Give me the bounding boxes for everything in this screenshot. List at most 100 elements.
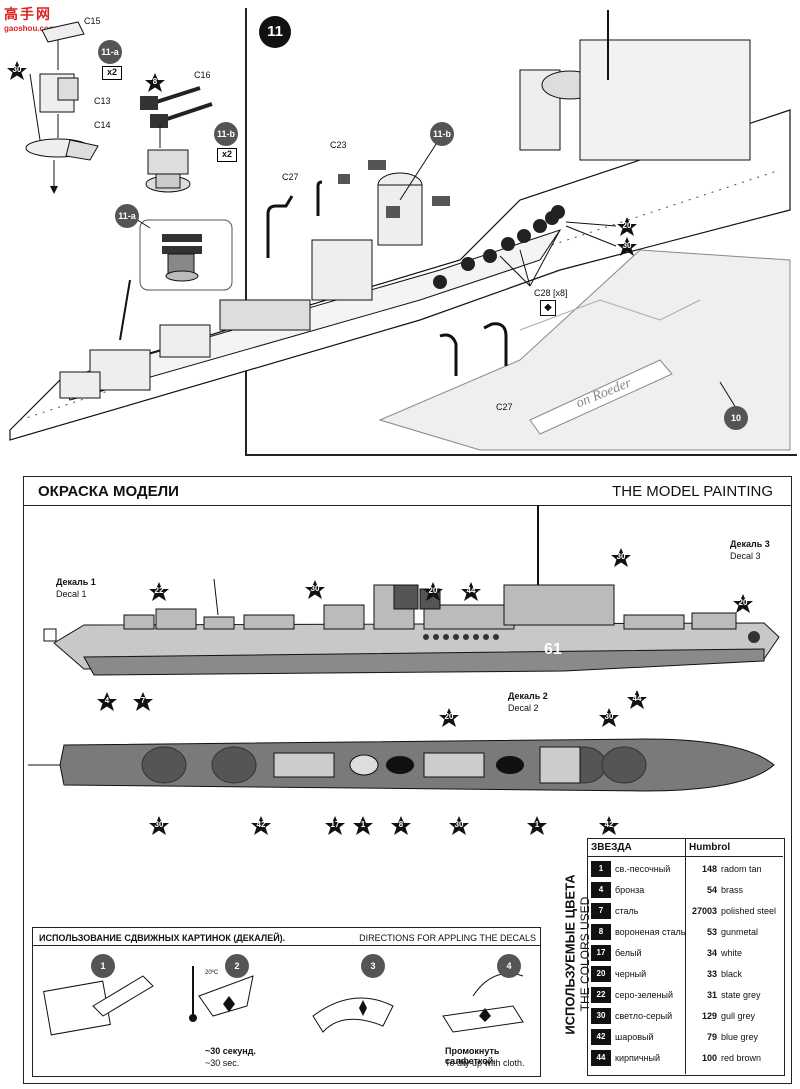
- colors-used-heading: ИСПОЛЬЗУЕМЫЕ ЦВЕТА THE COLORS USED: [555, 843, 593, 1079]
- part-label-c15: C15: [84, 16, 101, 26]
- colors-header-brand: Humbrol: [689, 842, 731, 853]
- colors-table-frame: [587, 838, 785, 1076]
- decal3-en: Decal 3: [730, 551, 761, 561]
- ship-side-view: [43, 505, 780, 676]
- color-swatch-star: 20: [591, 966, 611, 982]
- color-code: 54: [706, 885, 717, 895]
- part-label-c16: C16: [194, 70, 211, 80]
- watermark: 高手网 gaoshou.com: [4, 4, 74, 40]
- color-swatch-star: 44: [591, 1050, 611, 1066]
- decals-title-en: DIRECTIONS FOR APPLING THE DECALS: [359, 933, 536, 943]
- color-star-30-top-b: 30: [148, 815, 170, 837]
- color-star-17: 17: [324, 815, 346, 837]
- color-star-1-b: 1: [526, 815, 548, 837]
- color-name-en: radom tan: [721, 864, 762, 874]
- color-star-8: 8: [390, 815, 412, 837]
- color-star-1-a: 1: [352, 815, 374, 837]
- part-label-c14: C14: [94, 120, 111, 130]
- watermark-text: 高手网: [4, 6, 52, 22]
- decal-step2-en: ~30 sec.: [205, 1058, 240, 1068]
- color-name-ru: черный: [615, 969, 647, 979]
- color-star-44-b: 44: [626, 689, 648, 711]
- painting-title-en: THE MODEL PAINTING: [612, 483, 773, 500]
- decal1-en: Decal 1: [56, 589, 87, 599]
- color-name-ru: светло-серый: [615, 1011, 673, 1021]
- color-star-30-sub: 30: [6, 60, 28, 82]
- color-star-42-b: 42: [598, 815, 620, 837]
- subassembly-a-drawing: [25, 21, 233, 291]
- decals-illustrations: [43, 966, 524, 1036]
- decal-step-4: 4: [497, 954, 521, 978]
- color-code: 148: [701, 864, 717, 874]
- color-name-en: brass: [721, 885, 744, 895]
- color-name-en: gunmetal: [721, 927, 759, 937]
- color-code: 100: [701, 1053, 717, 1063]
- color-star-30-step: 30: [616, 236, 638, 258]
- decal-temp: 20ºC: [205, 970, 219, 976]
- color-star-30-a: 30: [304, 579, 326, 601]
- color-name-ru: бронза: [615, 885, 645, 895]
- color-name-ru: белый: [615, 948, 642, 958]
- color-star-20-a: 20: [422, 581, 444, 603]
- color-name-ru: кирпичный: [615, 1053, 661, 1063]
- color-name-en: white: [721, 948, 743, 958]
- color-star-30-top-a: 30: [598, 707, 620, 729]
- color-name-en: red brown: [721, 1053, 762, 1063]
- color-row: 20 черный 33 black: [587, 964, 785, 985]
- color-swatch-star: 4: [591, 882, 611, 898]
- step-11-drawing: [9, 10, 791, 451]
- decal2-en: Decal 2: [508, 703, 539, 713]
- color-name-ru: вороненая сталь: [615, 927, 686, 937]
- decal-step4-ru: Промокнуть салфеткой.: [445, 1046, 500, 1066]
- watermark-url: gaoshou.com: [4, 24, 74, 33]
- color-code: 129: [701, 1011, 717, 1021]
- color-code: 31: [706, 990, 717, 1000]
- ship-top-view: [28, 738, 775, 792]
- ref-subassembly-b: 11-b: [430, 122, 454, 146]
- color-code: 53: [706, 927, 717, 937]
- flip-icon: ◆: [540, 300, 556, 316]
- color-code: 79: [706, 1032, 717, 1042]
- step-11-panel: [245, 8, 797, 456]
- color-star-8-sub: 8: [144, 72, 166, 94]
- decal-step2-ru: ~30 секунд.: [205, 1046, 256, 1056]
- ref-step-10: 10: [724, 406, 748, 430]
- subassembly-b-qty: x2: [217, 148, 237, 162]
- color-swatch-star: 30: [591, 1008, 611, 1024]
- color-name-en: black: [721, 969, 743, 979]
- color-swatch-star: 1: [591, 861, 611, 877]
- painting-title-ru: ОКРАСКА МОДЕЛИ: [38, 483, 179, 500]
- decals-divider: [33, 945, 540, 946]
- subassembly-a-ref: 11-a: [115, 204, 139, 228]
- subassembly-b-badge: 11-b: [214, 122, 238, 146]
- hull-number: 61: [544, 641, 562, 658]
- part-label-c28: C28 [x8]: [534, 288, 568, 298]
- painting-divider: [24, 505, 791, 506]
- color-code: 34: [706, 948, 717, 958]
- painting-section: ОКРАСКА МОДЕЛИ THE MODEL PAINTING Декаль…: [23, 476, 792, 1084]
- colors-header-star: ЗВЕЗДА: [591, 842, 632, 853]
- color-star-20-b: 20: [732, 593, 754, 615]
- color-star-20-step: 20: [616, 216, 638, 238]
- color-star-7: 7: [132, 691, 154, 713]
- color-star-30-top-c: 30: [448, 815, 470, 837]
- decal2-ru: Декаль 2: [508, 691, 548, 701]
- color-name-ru: сталь: [615, 906, 639, 916]
- decal-step-1: 1: [91, 954, 115, 978]
- part-label-c23: C23: [330, 140, 347, 150]
- color-name-en: state grey: [721, 990, 761, 1000]
- part-label-c27: C27: [282, 172, 299, 182]
- color-star-42-a: 42: [250, 815, 272, 837]
- colors-used-ru: ИСПОЛЬЗУЕМЫЕ ЦВЕТА: [562, 874, 578, 1035]
- subassembly-a-qty: x2: [102, 66, 122, 80]
- decal-directions: ИСПОЛЬЗОВАНИЕ СДВИЖНЫХ КАРТИНОК (ДЕКАЛЕЙ…: [32, 927, 541, 1077]
- color-code: 27003: [691, 906, 717, 916]
- color-swatch-star: 22: [591, 987, 611, 1003]
- color-code: 33: [706, 969, 717, 979]
